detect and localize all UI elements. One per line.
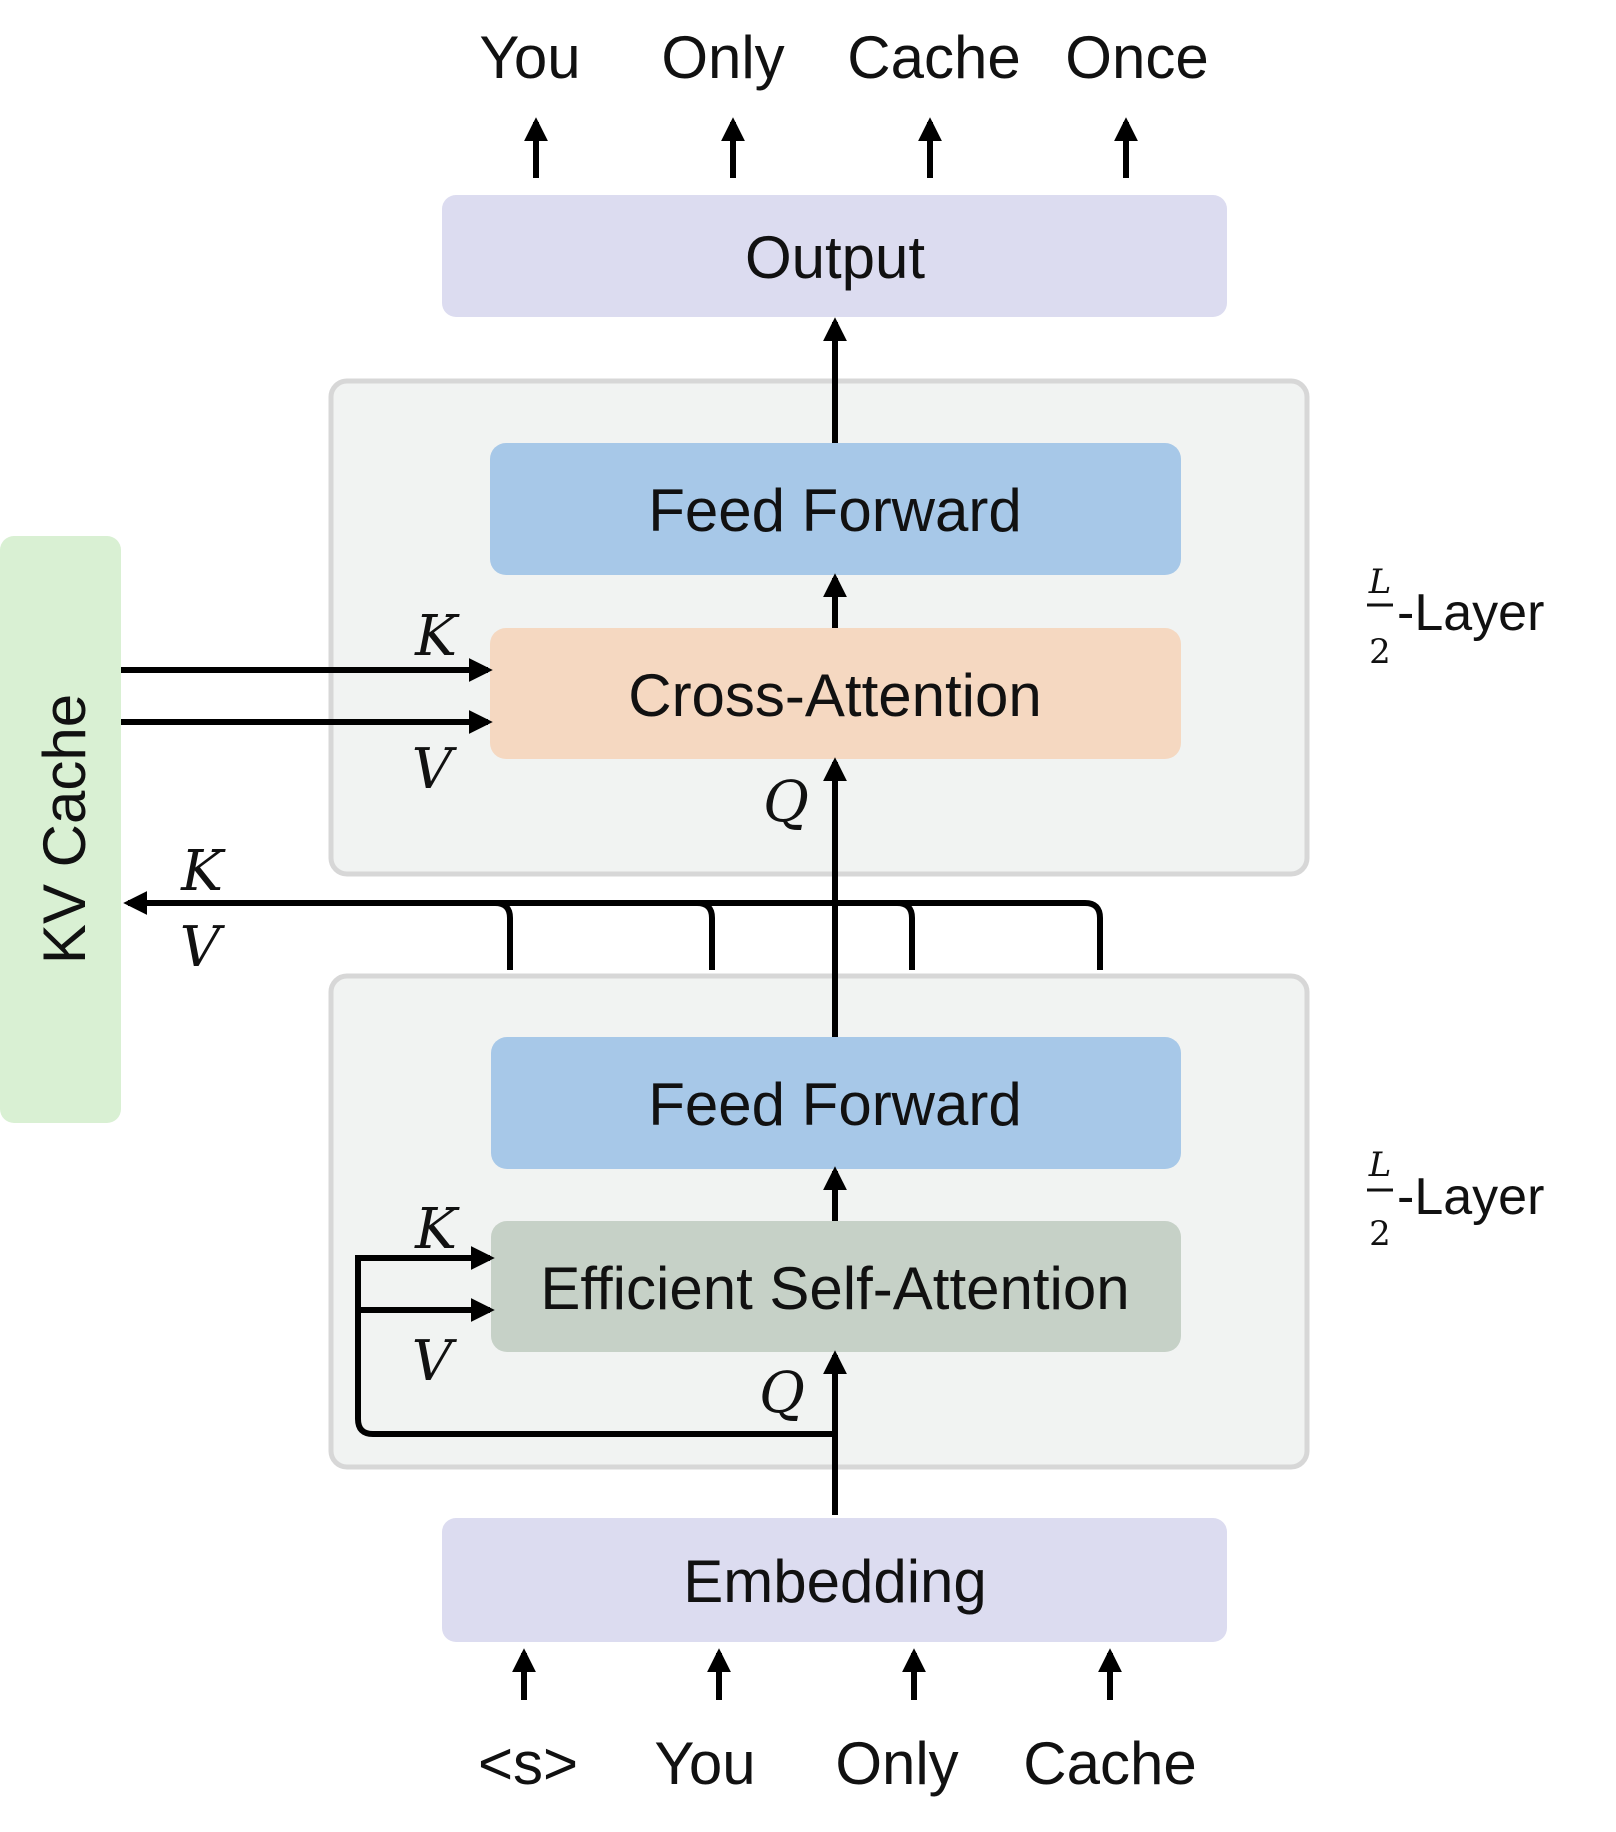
lower-q-symbol: Q bbox=[759, 1361, 805, 1426]
output-token-1: You bbox=[479, 24, 580, 91]
lower-v-symbol: V bbox=[412, 1329, 458, 1394]
lower-fraction-denominator: 2 bbox=[1369, 1214, 1391, 1254]
upper-q-symbol: Q bbox=[763, 770, 809, 835]
kv-branch-2 bbox=[696, 900, 715, 970]
kv-cache-block bbox=[0, 536, 121, 1123]
embedding-label: Embedding bbox=[683, 1548, 987, 1615]
input-token-4: Cache bbox=[1023, 1730, 1196, 1797]
lower-layer-label: -Layer bbox=[1397, 1168, 1544, 1226]
upper-feed-forward-label: Feed Forward bbox=[648, 477, 1021, 544]
input-token-1: <s> bbox=[478, 1730, 578, 1797]
cache-write-k-symbol: K bbox=[180, 839, 226, 904]
cross-attention-label: Cross-Attention bbox=[628, 662, 1042, 729]
lower-fraction-numerator: L bbox=[1368, 1145, 1392, 1185]
upper-fraction-numerator: L bbox=[1368, 562, 1392, 602]
output-token-2: Only bbox=[661, 24, 784, 91]
upper-fraction-denominator: 2 bbox=[1369, 632, 1391, 672]
cross-attention-block bbox=[490, 628, 1181, 759]
lower-feed-forward-block bbox=[491, 1037, 1181, 1169]
output-token-3: Cache bbox=[847, 24, 1020, 91]
self-attention-block bbox=[491, 1221, 1181, 1352]
output-label: Output bbox=[745, 224, 925, 291]
lower-k-symbol: K bbox=[414, 1197, 460, 1262]
lower-layer-count: L 2 -Layer bbox=[1367, 1145, 1544, 1254]
upper-v-symbol: V bbox=[412, 737, 458, 802]
kv-cache-write-line bbox=[123, 891, 1103, 970]
embedding-block bbox=[442, 1518, 1227, 1642]
upper-feed-forward-block bbox=[490, 443, 1181, 575]
upper-k-symbol: K bbox=[414, 604, 460, 669]
lower-feed-forward-label: Feed Forward bbox=[648, 1071, 1021, 1138]
kv-branch-1 bbox=[494, 900, 513, 970]
cache-write-v-symbol: V bbox=[180, 915, 226, 980]
kv-branch-3 bbox=[896, 900, 915, 970]
self-attention-label: Efficient Self-Attention bbox=[540, 1255, 1129, 1322]
self-attention-kv-loop bbox=[355, 1246, 835, 1437]
upper-layer-count: L 2 -Layer bbox=[1367, 562, 1544, 672]
input-token-3: Only bbox=[835, 1730, 958, 1797]
output-token-4: Once bbox=[1065, 24, 1208, 91]
input-token-2: You bbox=[654, 1730, 755, 1797]
output-block bbox=[442, 195, 1227, 317]
kv-cache-label: KV Cache bbox=[31, 694, 98, 964]
upper-layer-label: -Layer bbox=[1397, 584, 1544, 642]
